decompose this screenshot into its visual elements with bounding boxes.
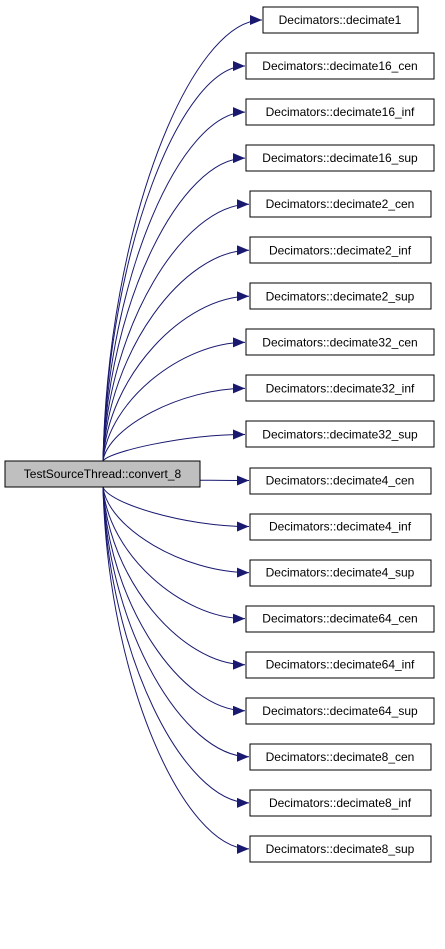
target-node-box xyxy=(249,743,432,771)
target-node[interactable]: Decimators::decimate8_sup xyxy=(249,835,432,863)
target-node-label: Decimators::decimate8_sup xyxy=(266,842,415,856)
call-edge xyxy=(102,291,250,462)
target-node-box xyxy=(249,236,432,264)
target-node[interactable]: Decimators::decimate1 xyxy=(262,6,419,34)
target-node-box xyxy=(245,98,435,126)
target-node[interactable]: Decimators::decimate16_inf xyxy=(245,98,435,126)
call-edge xyxy=(102,245,250,462)
target-node-label: Decimators::decimate1 xyxy=(279,13,402,27)
target-node-box xyxy=(245,651,435,679)
target-node[interactable]: Decimators::decimate32_sup xyxy=(245,420,435,448)
target-node-box xyxy=(245,605,435,633)
target-node-label: Decimators::decimate4_sup xyxy=(266,566,415,580)
target-node-box xyxy=(245,144,435,172)
target-node[interactable]: Decimators::decimate16_sup xyxy=(245,144,435,172)
source-node[interactable]: TestSourceThread::convert_8 xyxy=(4,460,201,488)
call-edge xyxy=(102,199,250,462)
target-node-box xyxy=(249,835,432,863)
target-node-label: Decimators::decimate64_cen xyxy=(262,612,417,626)
source-node-label: TestSourceThread::convert_8 xyxy=(24,467,182,481)
target-node-label: Decimators::decimate4_cen xyxy=(266,474,415,488)
target-node-label: Decimators::decimate8_inf xyxy=(269,796,412,810)
call-edge xyxy=(102,486,250,854)
call-edge xyxy=(102,486,250,808)
call-edge xyxy=(102,383,246,462)
target-node-box xyxy=(249,467,432,495)
target-node[interactable]: Decimators::decimate64_sup xyxy=(245,697,435,725)
target-node[interactable]: Decimators::decimate64_inf xyxy=(245,651,435,679)
target-node-box xyxy=(249,559,432,587)
target-node-box xyxy=(245,328,435,356)
call-nodes: TestSourceThread::convert_8 Decimators::… xyxy=(4,6,435,863)
target-node[interactable]: Decimators::decimate4_sup xyxy=(249,559,432,587)
call-edges xyxy=(102,15,263,854)
call-edge xyxy=(102,486,250,532)
target-node[interactable]: Decimators::decimate8_cen xyxy=(249,743,432,771)
call-edge xyxy=(102,61,246,462)
target-node[interactable]: Decimators::decimate32_inf xyxy=(245,374,435,402)
target-node-label: Decimators::decimate2_inf xyxy=(269,243,412,257)
target-node[interactable]: Decimators::decimate2_cen xyxy=(249,190,432,218)
target-node-label: Decimators::decimate64_inf xyxy=(266,658,415,672)
target-node[interactable]: Decimators::decimate4_cen xyxy=(249,467,432,495)
call-edge xyxy=(102,107,246,462)
call-edge xyxy=(102,15,263,462)
target-node-box xyxy=(249,513,432,541)
target-node-box xyxy=(245,420,435,448)
target-node-box xyxy=(249,282,432,310)
call-edge xyxy=(102,486,250,762)
target-node[interactable]: Decimators::decimate32_cen xyxy=(245,328,435,356)
target-node-label: Decimators::decimate32_cen xyxy=(262,335,417,349)
target-node[interactable]: Decimators::decimate16_cen xyxy=(245,52,435,80)
target-node[interactable]: Decimators::decimate2_inf xyxy=(249,236,432,264)
target-node-box xyxy=(249,190,432,218)
target-node-label: Decimators::decimate2_sup xyxy=(266,289,415,303)
call-edge xyxy=(102,486,246,670)
target-node-label: Decimators::decimate4_inf xyxy=(269,520,412,534)
call-edge xyxy=(102,337,246,462)
target-node-label: Decimators::decimate2_cen xyxy=(266,197,415,211)
call-edge xyxy=(102,486,246,716)
target-node-label: Decimators::decimate16_cen xyxy=(262,59,417,73)
target-node-box xyxy=(249,789,432,817)
target-node[interactable]: Decimators::decimate2_sup xyxy=(249,282,432,310)
target-node-label: Decimators::decimate8_cen xyxy=(266,750,415,764)
target-node-label: Decimators::decimate16_inf xyxy=(266,105,415,119)
target-node[interactable]: Decimators::decimate64_cen xyxy=(245,605,435,633)
target-node-label: Decimators::decimate32_inf xyxy=(266,381,415,395)
target-node-label: Decimators::decimate16_sup xyxy=(262,151,418,165)
target-node-box xyxy=(245,374,435,402)
target-node-box xyxy=(245,52,435,80)
target-node-box xyxy=(245,697,435,725)
target-node[interactable]: Decimators::decimate4_inf xyxy=(249,513,432,541)
call-edge xyxy=(102,486,246,624)
call-edge xyxy=(102,153,246,462)
target-node[interactable]: Decimators::decimate8_inf xyxy=(249,789,432,817)
target-node-label: Decimators::decimate64_sup xyxy=(262,704,418,718)
call-edge xyxy=(102,429,246,462)
call-edge xyxy=(102,486,250,578)
target-node-box xyxy=(262,6,419,34)
target-node-label: Decimators::decimate32_sup xyxy=(262,427,418,441)
